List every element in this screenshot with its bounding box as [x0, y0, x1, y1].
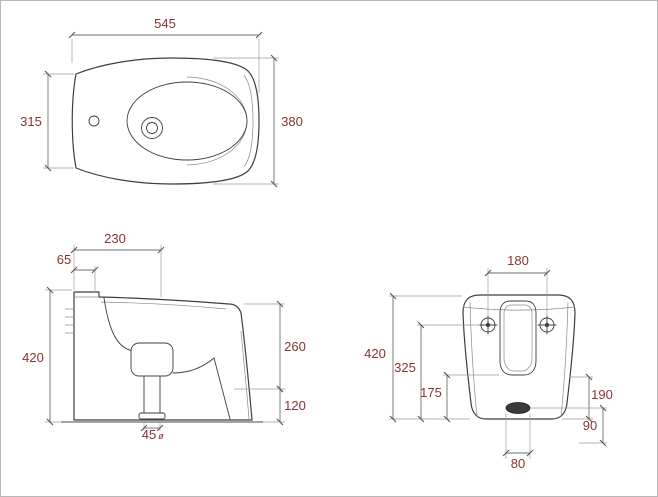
dim-label-recess-height: 175 [420, 385, 442, 400]
dim-label-outlet-height: 90 [583, 418, 597, 433]
front-recess-inner [503, 304, 533, 372]
dim-label-outlet-width: 80 [511, 456, 525, 471]
plan-right-contour [243, 74, 254, 168]
spray-nozzle-outer [141, 117, 163, 139]
dim-label-side-height: 190 [591, 387, 613, 402]
side-bowl-line [103, 297, 134, 352]
spray-nozzle-inner [146, 122, 158, 134]
basin-ellipse [126, 81, 248, 161]
side-leg-inner [213, 357, 231, 420]
fixing-bolt-left [478, 315, 498, 335]
side-rim-thickness [100, 301, 227, 310]
dim-label-drain-size-suffix: ø [158, 431, 164, 441]
dim-label-rim-to-underside: 260 [284, 339, 306, 354]
dim-label-front-overall-height: 420 [364, 346, 386, 361]
side-leg-front-contour [240, 330, 250, 420]
dim-label-bolt-height: 325 [394, 360, 416, 375]
front-rim-line [462, 306, 576, 311]
dim-label-underside-to-floor: 120 [284, 398, 306, 413]
dim-label-overall-length: 545 [154, 16, 176, 31]
bolt-center [485, 322, 491, 328]
side-dimensions: 420 230 65 260 120 45 ø [22, 231, 306, 442]
front-recess-outer [499, 300, 537, 376]
bolt-center [544, 322, 550, 328]
dim-label-bolt-spacing: 180 [507, 253, 529, 268]
dim-label-side-overall-height: 420 [22, 350, 44, 365]
p-trap [130, 342, 174, 377]
wall-fixing-hatch [65, 308, 73, 334]
dim-label-rear-width: 315 [20, 114, 42, 129]
plan-view [71, 57, 260, 185]
faucet-hole [88, 115, 100, 127]
front-dimensions: 180 420 325 175 190 90 80 [364, 253, 613, 471]
bidet-front-outline [462, 294, 576, 420]
front-left-contour [469, 301, 478, 418]
dim-label-drain-size: 45 [142, 427, 156, 442]
front-right-contour [560, 301, 569, 418]
drain-outlet [505, 402, 531, 414]
dim-label-rear-ledge: 65 [57, 252, 71, 267]
side-view [61, 291, 263, 423]
side-underside-arch [172, 357, 215, 374]
dim-label-drain-setout: 230 [104, 231, 126, 246]
front-view [462, 294, 576, 420]
plan-dimensions: 545 315 380 [20, 16, 303, 188]
fixing-bolt-right [537, 315, 557, 335]
dim-label-overall-width: 380 [281, 114, 303, 129]
drain-flange [138, 412, 166, 420]
